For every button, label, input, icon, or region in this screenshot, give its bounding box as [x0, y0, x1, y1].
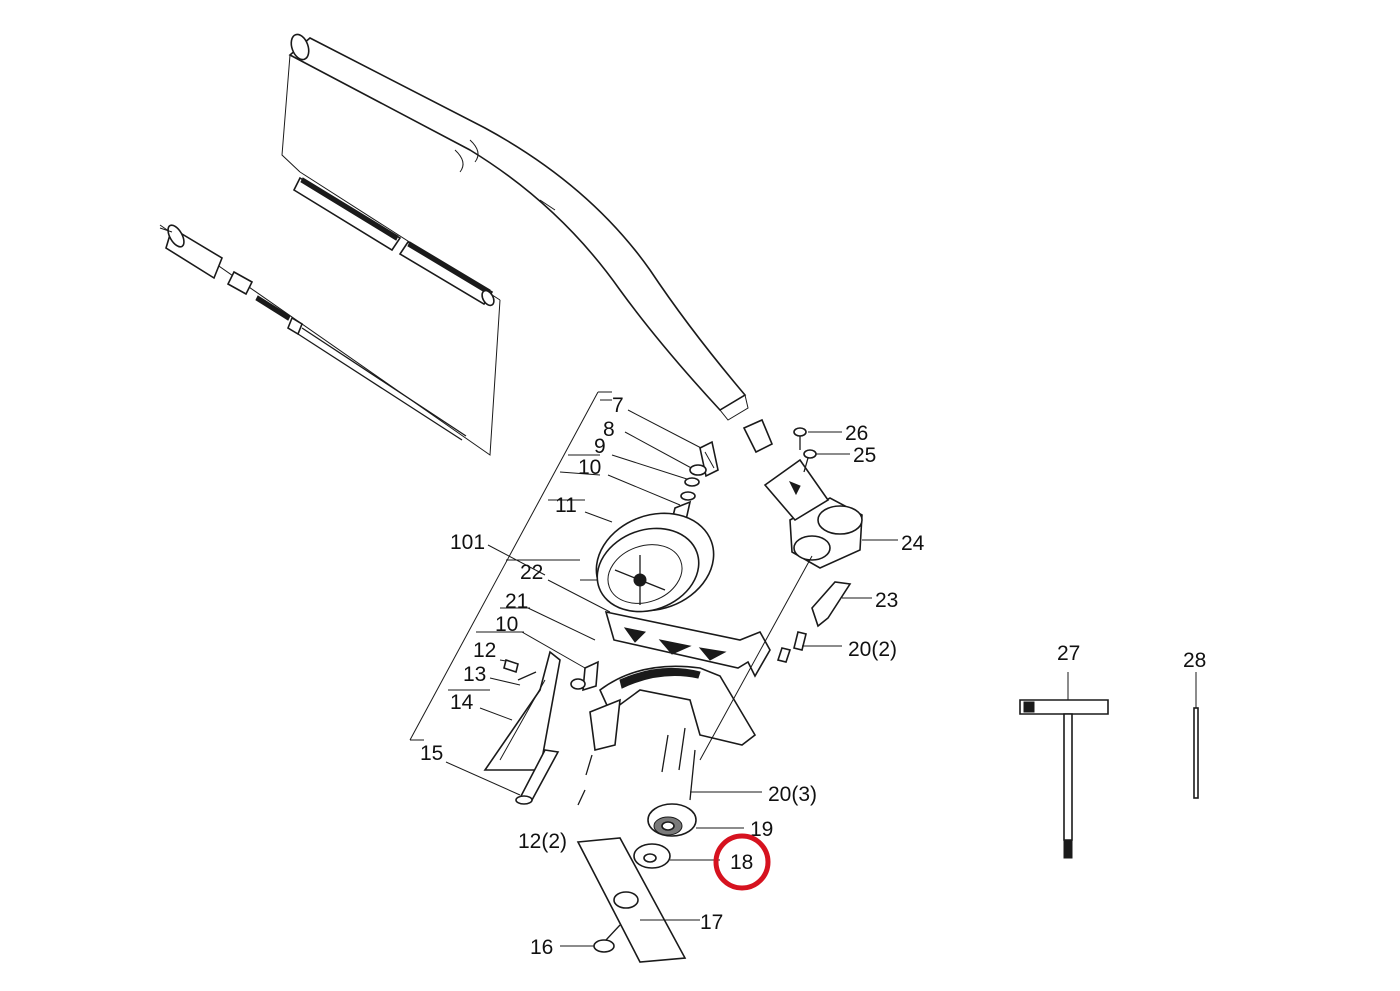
blade-19 — [647, 803, 744, 837]
label-part-19: 19 — [750, 818, 773, 841]
wheel-11 — [595, 512, 715, 613]
flap-14 — [483, 650, 561, 771]
shaft-adapter — [742, 418, 774, 454]
label-part-18: 18 — [730, 851, 753, 874]
gear-head-24 — [763, 458, 863, 569]
label-part-9: 9 — [594, 435, 606, 458]
t-wrench-27 — [1019, 672, 1109, 859]
label-part-21: 21 — [505, 590, 528, 613]
hex-key-28 — [1193, 672, 1199, 799]
drive-shaft — [287, 316, 467, 441]
spring — [255, 295, 291, 321]
washer-18 — [633, 843, 720, 869]
screw-26 — [793, 427, 807, 450]
foam-grip-lower — [398, 240, 495, 307]
blade-guard-21 — [589, 665, 757, 751]
edger-frame-22 — [604, 610, 771, 678]
label-part-13: 13 — [463, 663, 486, 686]
label-part-11: 11 — [555, 494, 577, 517]
screws-20-lower — [661, 727, 762, 801]
label-part-20-pair: 20(2) — [848, 638, 897, 661]
coupler-sleeve — [159, 224, 223, 280]
label-part-26: 26 — [845, 422, 868, 445]
screws-20-upper — [776, 631, 842, 663]
label-part-25: 25 — [853, 444, 876, 467]
label-part-16: 16 — [530, 936, 553, 959]
label-part-20-triple: 20(3) — [768, 783, 817, 806]
label-part-12-pair: 12(2) — [518, 830, 567, 853]
pin-15 — [515, 749, 560, 805]
label-part-27: 27 — [1057, 642, 1080, 665]
screws-12-lower — [577, 754, 593, 806]
parts-tree-lines — [409, 391, 706, 796]
bolt-16 — [560, 924, 621, 953]
plate-17 — [576, 837, 700, 963]
label-part-15: 15 — [420, 742, 443, 765]
screw-25 — [803, 449, 817, 473]
washer-9 — [684, 477, 700, 487]
highlight-circle — [713, 833, 771, 891]
label-part-101: 101 — [450, 531, 485, 554]
label-part-8: 8 — [603, 418, 615, 441]
right-assembly-guide-lines — [699, 431, 898, 761]
label-part-17: 17 — [700, 911, 723, 934]
label-part-12: 12 — [473, 639, 496, 662]
clip-13 — [517, 671, 537, 681]
screw-12 — [503, 658, 519, 674]
label-part-7: 7 — [612, 394, 624, 417]
label-part-14: 14 — [450, 691, 474, 714]
nut-8 — [689, 464, 707, 476]
label-part-10-upper: 10 — [578, 456, 601, 479]
label-part-24: 24 — [901, 532, 925, 555]
label-part-10-lower: 10 — [495, 613, 518, 636]
collar — [226, 270, 254, 296]
label-part-28: 28 — [1183, 649, 1206, 672]
shaft-tube — [288, 33, 749, 421]
label-part-23: 23 — [875, 589, 898, 612]
bracket-23 — [811, 581, 872, 628]
bushing-10b — [570, 660, 599, 692]
foam-grip-upper — [292, 176, 402, 252]
label-part-22: 22 — [520, 561, 543, 584]
